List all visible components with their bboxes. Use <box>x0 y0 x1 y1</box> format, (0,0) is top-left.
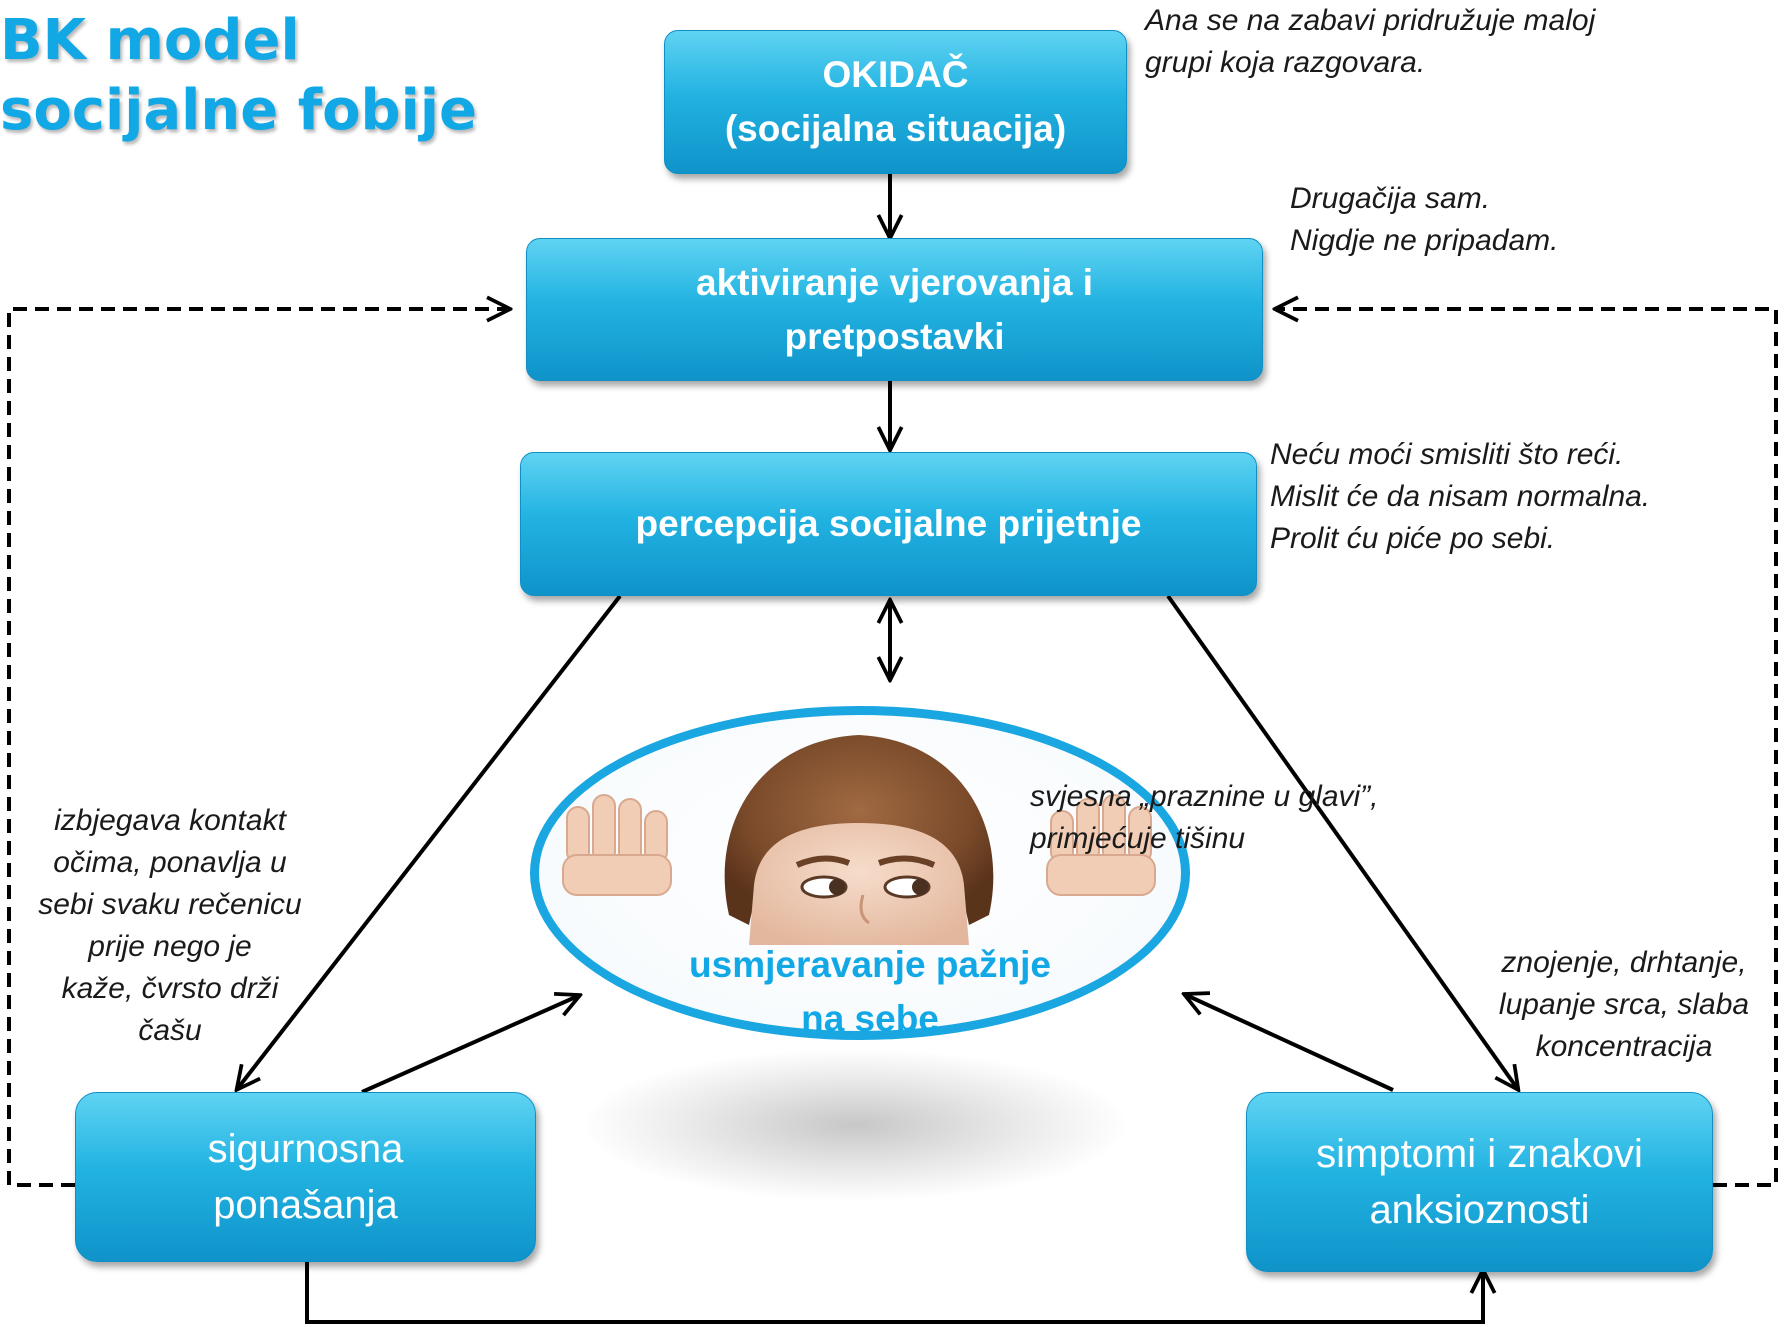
note-trigger-example: Ana se na zabavi pridružuje maloj grupi … <box>1145 0 1595 84</box>
note-threat-example: Neću moći smisliti što reći. Mislit će d… <box>1270 434 1650 560</box>
self-focus-line-1: usmjeravanje pažnje <box>689 944 1051 985</box>
note-symptoms-line: znojenje, drhtanje, <box>1501 946 1747 979</box>
left-hand <box>562 794 672 896</box>
title-line-2: socijalne fobije <box>0 78 478 143</box>
box-anxiety-symptoms: simptomi i znakovi anksioznosti <box>1246 1092 1713 1272</box>
note-safety-line: sebi svaku rečenicu <box>38 888 302 921</box>
dashed-arrow-symptoms-to-beliefs <box>1277 309 1778 1187</box>
self-focus-label: usmjeravanje pažnje na sebe <box>640 938 1100 1046</box>
ellipse-shadow <box>585 1050 1125 1200</box>
box-beliefs: aktiviranje vjerovanja i pretpostavki <box>526 238 1263 381</box>
note-threat-line: Mislit će da nisam normalna. <box>1270 480 1651 513</box>
note-threat-line: Neću moći smisliti što reći. <box>1270 438 1624 471</box>
note-threat-line: Prolit ću piće po sebi. <box>1270 522 1556 555</box>
box-trigger-line-1: OKIDAČ <box>822 54 969 95</box>
box-trigger: OKIDAČ (socijalna situacija) <box>664 30 1127 174</box>
box-trigger-line-2: (socijalna situacija) <box>724 108 1067 149</box>
note-safety-line: izbjegava kontakt <box>54 804 286 837</box>
box-threat: percepcija socijalne prijetnje <box>520 452 1257 596</box>
note-beliefs-line: Drugačija sam. <box>1290 182 1491 215</box>
dashed-arrow-safety-to-beliefs <box>7 309 508 1187</box>
note-safety-line: očima, ponavlja u <box>53 846 287 879</box>
box-safety-line-1: sigurnosna <box>207 1127 404 1171</box>
box-safety-behaviours: sigurnosna ponašanja <box>75 1092 536 1262</box>
note-focus-line: svjesna „praznine u glavi”, <box>1030 780 1379 813</box>
box-threat-line-1: percepcija socijalne prijetnje <box>635 503 1142 544</box>
arrow-symptoms-to-focus <box>1186 995 1394 1092</box>
arrow-threat-to-safety <box>238 594 622 1088</box>
face <box>749 823 969 945</box>
note-beliefs-line: Nigdje ne pripadam. <box>1290 224 1559 257</box>
woman-peeking-photo <box>562 735 1156 945</box>
note-beliefs-example: Drugačija sam. Nigdje ne pripadam. <box>1290 178 1559 262</box>
note-safety-line: kaže, čvrsto drži <box>61 972 279 1005</box>
arrow-safety-to-focus <box>361 996 578 1094</box>
arrow-safety-to-symptoms <box>305 1262 1483 1324</box>
note-trigger-line: Ana se na zabavi pridružuje maloj <box>1145 4 1596 37</box>
self-focus-line-2: na sebe <box>801 998 939 1039</box>
box-symptoms-line-2: anksioznosti <box>1369 1188 1590 1232</box>
note-safety-line: prije nego je <box>88 930 252 963</box>
arrow-threat-to-symptoms <box>1166 594 1517 1088</box>
note-symptoms-line: lupanje srca, slaba <box>1498 988 1750 1021</box>
note-symptoms-line: koncentracija <box>1535 1030 1713 1063</box>
box-beliefs-line-2: pretpostavki <box>784 315 1005 357</box>
right-hand <box>1046 794 1156 896</box>
note-symptoms-example: znojenje, drhtanje, lupanje srca, slaba … <box>1474 942 1774 1068</box>
note-trigger-line: grupi koja razgovara. <box>1145 46 1426 79</box>
note-self-focus-example: svjesna „praznine u glavi”, primjećuje t… <box>1030 776 1379 860</box>
self-focus-ellipse <box>530 706 1190 1040</box>
note-focus-line: primjećuje tišinu <box>1030 822 1246 855</box>
hair <box>724 735 994 925</box>
box-safety-line-2: ponašanja <box>213 1183 398 1227</box>
box-symptoms-line-1: simptomi i znakovi <box>1316 1132 1643 1176</box>
box-beliefs-line-1: aktiviranje vjerovanja i <box>696 261 1093 303</box>
title-line-1: BK model <box>0 8 300 73</box>
note-safety-example: izbjegava kontakt očima, ponavlja u sebi… <box>15 800 325 1052</box>
diagram-title: BK model socijalne fobije <box>0 6 477 146</box>
note-safety-line: čašu <box>138 1014 202 1047</box>
